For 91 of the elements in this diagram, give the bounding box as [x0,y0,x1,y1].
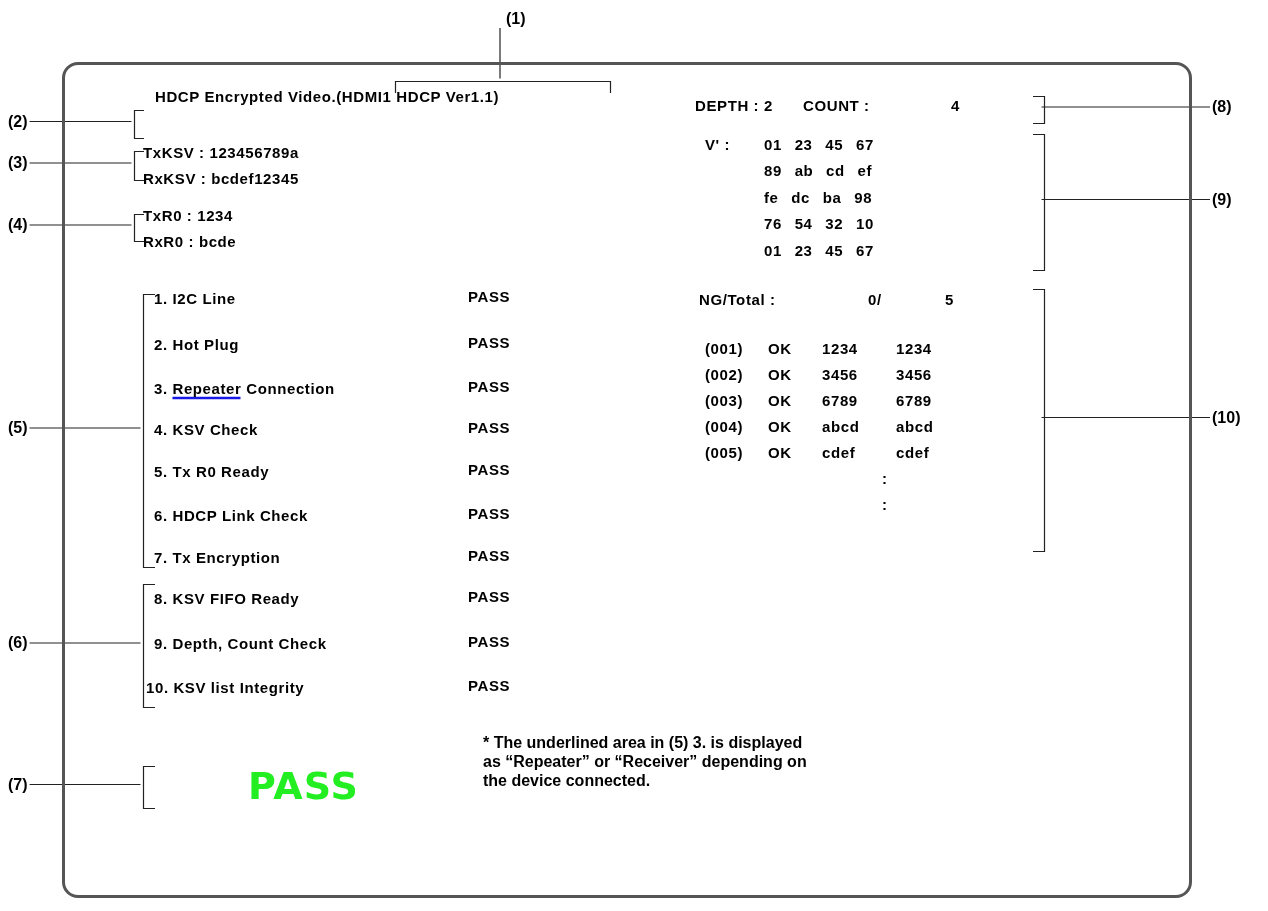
bracket [1033,96,1045,124]
leader-line [28,224,133,226]
screen-text: PASS [468,677,511,695]
bracket [134,110,144,139]
callout-number: (1) [506,10,526,28]
bracket [143,294,155,568]
leader-line [28,120,133,123]
screen-text: NG/Total : [699,291,776,309]
screen-text: 4 [951,97,960,115]
bracket [1033,289,1045,552]
screen-text: PASS [468,633,511,651]
leader-line [28,783,142,786]
callout-number: (7) [8,775,28,794]
callout-number: (10) [1212,408,1241,427]
screen-text: PASS [468,547,511,565]
screen-text: HDCP Encrypted Video.(HDMI1 HDCP Ver1.1) [155,88,500,106]
screen-text: : [882,470,888,488]
screen-text: 10. KSV list Integrity [146,679,305,697]
bracket [1033,134,1045,271]
screen-text: 6789 [822,392,858,410]
screen-text: 01 23 45 67 [764,136,874,154]
bracket [134,214,144,242]
screen-text: abcd [896,418,934,436]
screen-text: OK [768,418,792,436]
callout-number: (5) [8,419,28,437]
screen-text: fe dc ba 98 [764,189,873,207]
screen-text: : [882,496,888,514]
screen-text: 5. Tx R0 Ready [154,463,270,481]
screen-text: (002) [705,366,744,384]
screen-text: OK [768,340,792,358]
result-status: PASS [248,764,359,808]
screen-text: OK [768,366,792,384]
callout-number: (9) [1212,190,1232,209]
footnote: * The underlined area in (5) 3. is displayed as “Repeater” or “Receiver” depending on the device connected. [483,733,808,790]
leader-line [28,162,133,164]
callout-number: (4) [8,216,28,234]
screen-text: 6. HDCP Link Check [154,507,308,525]
screen-text: TxKSV : 123456789a [143,144,299,162]
screen-text: 1. I2C Line [154,290,236,308]
leader-line [1040,198,1211,201]
screen-text: 76 54 32 10 [764,215,874,233]
screen-text: 9. Depth, Count Check [154,635,327,653]
screen-text: RxKSV : bcdef12345 [143,170,299,188]
bracket [143,766,155,809]
screen-text: PASS [468,461,511,479]
screen-frame [62,62,1192,898]
screen-text: OK [768,392,792,410]
screen-text: 3456 [822,366,858,384]
screen-text: DEPTH : 2 [695,97,773,115]
screen-text: PASS [468,505,511,523]
callout-number: (3) [8,154,28,172]
screen-text: 2. Hot Plug [154,336,239,354]
screen-text: PASS [468,288,511,306]
screen-text: (004) [705,418,744,436]
screen-text: 3. Repeater Connection [154,380,335,398]
leader-line [1040,416,1211,419]
screen-text: TxR0 : 1234 [143,207,233,225]
screen-text: 0/ [868,291,882,309]
screen-text: 1234 [822,340,858,358]
leader-line [28,642,142,644]
screen-text: 7. Tx Encryption [154,549,281,567]
screen-text: 6789 [896,392,932,410]
screen-text: PASS [468,419,511,437]
screen-text: abcd [822,418,860,436]
screen-text: PASS [468,378,511,396]
screen-text: 1234 [896,340,932,358]
screen-text: 8. KSV FIFO Ready [154,590,300,608]
bracket [395,81,611,93]
leader-line [1040,106,1211,108]
screen-text: (003) [705,392,744,410]
callout-number: (2) [8,112,28,131]
screen-text: OK [768,444,792,462]
screen-text: (005) [705,444,744,462]
screen-text: RxR0 : bcde [143,233,237,251]
screen-text: cdef [822,444,856,462]
screen-text: V' : [705,136,731,154]
screen-text: 3456 [896,366,932,384]
screen-text: 01 23 45 67 [764,242,874,260]
bracket [134,151,144,181]
leader-line [28,427,142,429]
screen-text: COUNT : [803,97,870,115]
screen-text: 89 ab cd ef [764,162,873,180]
screen-text: 5 [945,291,954,309]
callout-number: (6) [8,634,28,652]
screen-text: PASS [468,334,511,352]
screen-text: PASS [468,588,511,606]
screen-text: (001) [705,340,744,358]
screen-text: 4. KSV Check [154,421,258,439]
callout-number: (8) [1212,98,1232,116]
screen-text: cdef [896,444,930,462]
leader-line [499,27,501,80]
